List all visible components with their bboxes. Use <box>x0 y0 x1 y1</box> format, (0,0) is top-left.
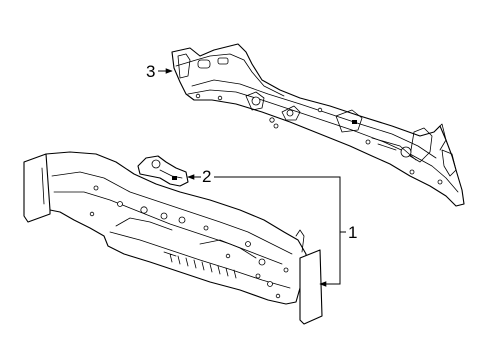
callout-1-leader <box>214 176 341 287</box>
rear-body-panel-part-1 <box>23 151 323 325</box>
callout-1: 1 <box>214 176 357 287</box>
callout-2-number: 2 <box>202 167 211 186</box>
callout-3: 3 <box>146 62 173 81</box>
callout-3-number: 3 <box>146 62 155 81</box>
callout-2: 2 <box>187 167 211 186</box>
upper-rear-panel-part-3 <box>171 43 465 207</box>
callout-1-number: 1 <box>348 223 357 242</box>
bracket-part-2 <box>137 155 189 187</box>
